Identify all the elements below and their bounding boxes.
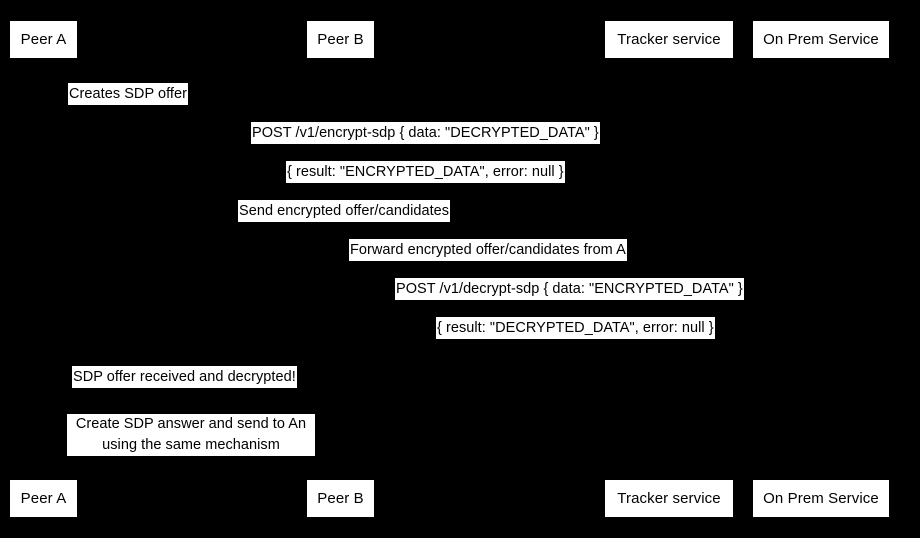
- lifeline-header-tracker-service-label: Tracker service: [617, 31, 721, 48]
- note-create-sdp-answer-line-2: using the same mechanism: [102, 437, 280, 453]
- lifeline-header-peer-b[interactable]: Peer B: [307, 21, 374, 58]
- message-encrypt-sdp-result[interactable]: { result: "ENCRYPTED_DATA", error: null …: [286, 161, 565, 183]
- lifeline-footer-peer-b[interactable]: Peer B: [307, 480, 374, 517]
- message-creates-sdp-offer[interactable]: Creates SDP offer: [68, 83, 188, 105]
- message-post-encrypt-sdp-label: POST /v1/encrypt-sdp { data: "DECRYPTED_…: [252, 125, 599, 141]
- message-forward-encrypted-offer[interactable]: Forward encrypted offer/candidates from …: [349, 239, 627, 261]
- lifeline-header-tracker-service[interactable]: Tracker service: [605, 21, 733, 58]
- message-send-encrypted-offer[interactable]: Send encrypted offer/candidates: [238, 200, 451, 222]
- note-create-sdp-answer[interactable]: Create SDP answer and send to An using t…: [67, 414, 315, 456]
- lifeline-footer-on-prem-service-label: On Prem Service: [763, 490, 879, 507]
- lifeline-footer-peer-a-label: Peer A: [20, 490, 67, 507]
- note-create-sdp-answer-line-1: Create SDP answer and send to An: [75, 416, 307, 432]
- lifeline-header-on-prem-service-label: On Prem Service: [763, 31, 879, 48]
- message-send-encrypted-offer-label: Send encrypted offer/candidates: [239, 203, 450, 219]
- message-post-decrypt-sdp-label: POST /v1/decrypt-sdp { data: "ENCRYPTED_…: [396, 281, 743, 297]
- lifeline-header-peer-a-label: Peer A: [20, 31, 67, 48]
- message-post-encrypt-sdp[interactable]: POST /v1/encrypt-sdp { data: "DECRYPTED_…: [251, 122, 600, 144]
- lifeline-footer-on-prem-service[interactable]: On Prem Service: [753, 480, 889, 517]
- message-sdp-offer-received[interactable]: SDP offer received and decrypted!: [72, 366, 297, 388]
- message-forward-encrypted-offer-label: Forward encrypted offer/candidates from …: [350, 242, 626, 258]
- message-post-decrypt-sdp[interactable]: POST /v1/decrypt-sdp { data: "ENCRYPTED_…: [395, 278, 744, 300]
- lifeline-footer-peer-a[interactable]: Peer A: [10, 480, 77, 517]
- message-sdp-offer-received-label: SDP offer received and decrypted!: [73, 369, 296, 385]
- message-decrypt-sdp-result[interactable]: { result: "DECRYPTED_DATA", error: null …: [436, 317, 715, 339]
- lifeline-footer-tracker-service[interactable]: Tracker service: [605, 480, 733, 517]
- lifeline-footer-tracker-service-label: Tracker service: [617, 490, 721, 507]
- lifeline-header-peer-b-label: Peer B: [317, 31, 364, 48]
- lifeline-footer-peer-b-label: Peer B: [317, 490, 364, 507]
- lifeline-header-on-prem-service[interactable]: On Prem Service: [753, 21, 889, 58]
- message-creates-sdp-offer-label: Creates SDP offer: [69, 86, 187, 102]
- lifeline-header-peer-a[interactable]: Peer A: [10, 21, 77, 58]
- message-decrypt-sdp-result-label: { result: "DECRYPTED_DATA", error: null …: [437, 320, 714, 336]
- message-encrypt-sdp-result-label: { result: "ENCRYPTED_DATA", error: null …: [287, 164, 564, 180]
